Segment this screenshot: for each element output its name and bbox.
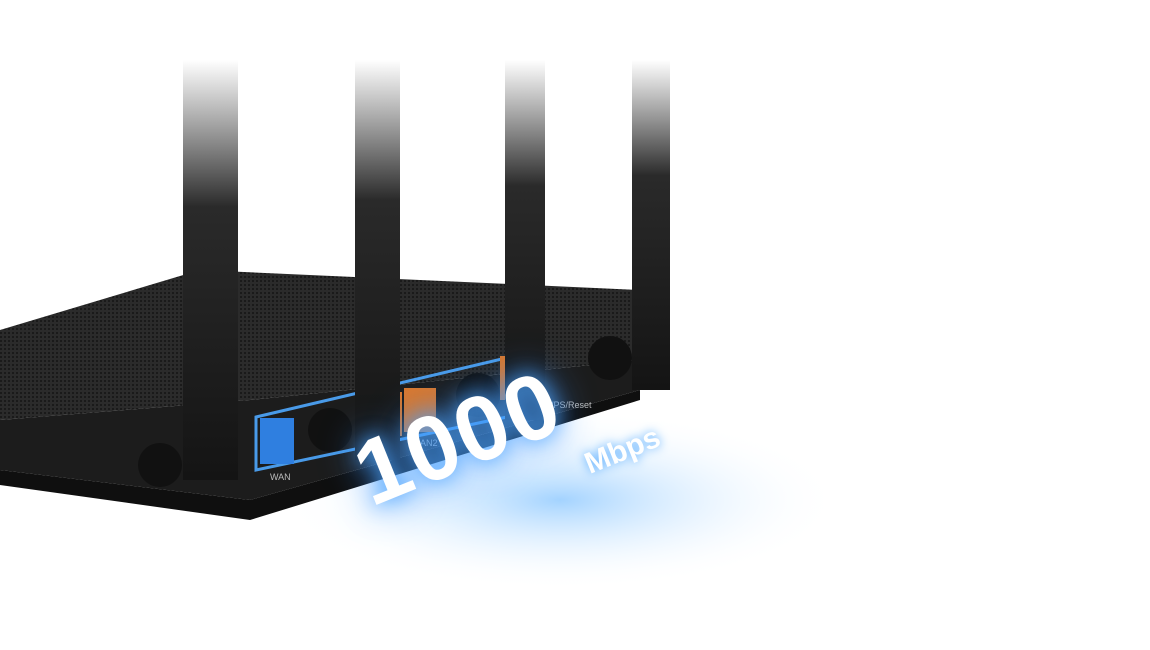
lan-label: LAN2 [415,438,438,448]
wan-label: WAN [270,472,291,482]
reset-label: WPS/Reset [545,400,592,410]
wan-port [260,418,294,464]
